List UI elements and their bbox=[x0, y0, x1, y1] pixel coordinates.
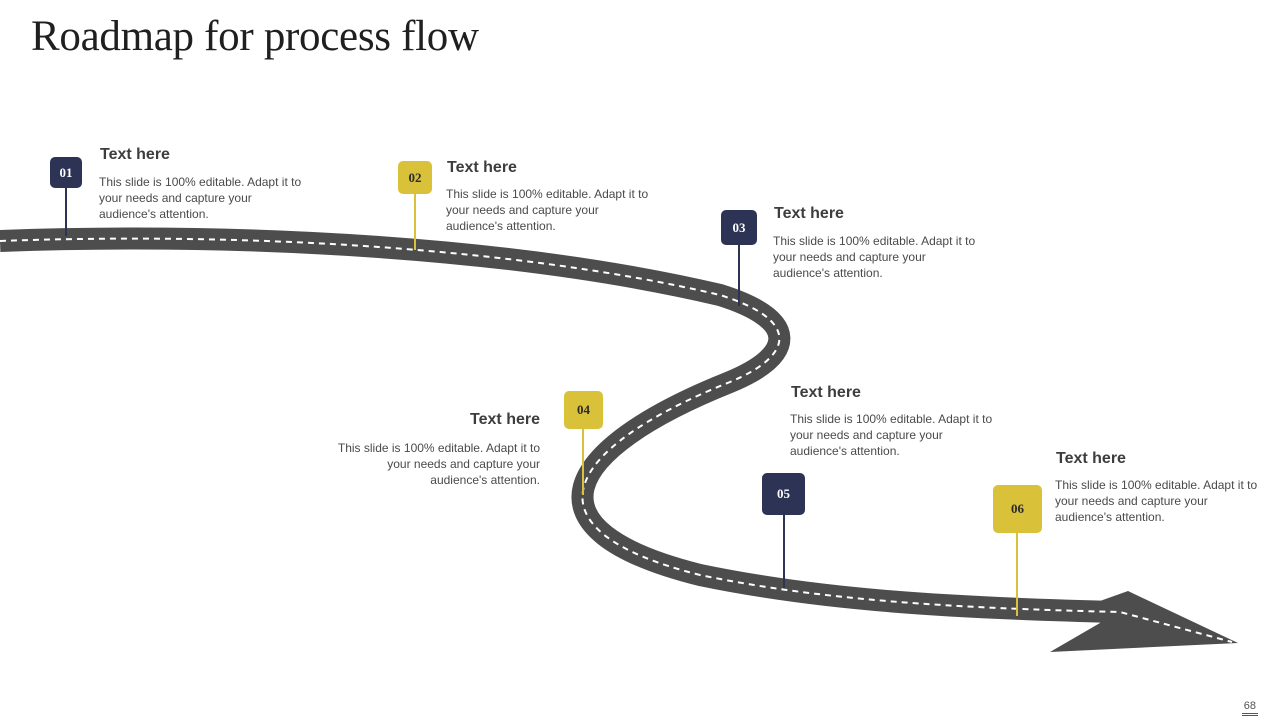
step-marker-01: 01 bbox=[50, 157, 82, 188]
step-title-06: Text here bbox=[1056, 450, 1126, 467]
step-desc-05: This slide is 100% editable. Adapt it to… bbox=[790, 412, 993, 458]
pin-line-05 bbox=[783, 514, 785, 588]
page-number: 68 bbox=[1241, 700, 1258, 716]
road-center-dashes bbox=[0, 237, 1233, 643]
step-desc-01: This slide is 100% editable. Adapt it to… bbox=[99, 175, 302, 221]
pin-line-06 bbox=[1016, 532, 1018, 616]
pin-line-04 bbox=[582, 428, 584, 495]
step-marker-05: 05 bbox=[762, 473, 805, 515]
step-desc-02: This slide is 100% editable. Adapt it to… bbox=[446, 187, 649, 233]
step-title-05: Text here bbox=[791, 384, 861, 401]
step-desc-04: This slide is 100% editable. Adapt it to… bbox=[337, 441, 540, 487]
pin-line-01 bbox=[65, 186, 67, 236]
step-marker-06: 06 bbox=[993, 485, 1042, 533]
step-title-04: Text here bbox=[470, 411, 540, 428]
step-desc-06: This slide is 100% editable. Adapt it to… bbox=[1055, 478, 1258, 524]
step-title-03: Text here bbox=[774, 205, 844, 222]
pin-line-03 bbox=[738, 244, 740, 306]
step-title-02: Text here bbox=[447, 159, 517, 176]
pin-line-02 bbox=[414, 193, 416, 250]
step-title-01: Text here bbox=[100, 146, 170, 163]
step-marker-04: 04 bbox=[564, 391, 603, 429]
step-marker-02: 02 bbox=[398, 161, 432, 194]
road-arrow-head bbox=[1050, 591, 1238, 652]
slide-title: Roadmap for process flow bbox=[31, 13, 479, 60]
step-desc-03: This slide is 100% editable. Adapt it to… bbox=[773, 234, 976, 280]
step-marker-03: 03 bbox=[721, 210, 757, 245]
